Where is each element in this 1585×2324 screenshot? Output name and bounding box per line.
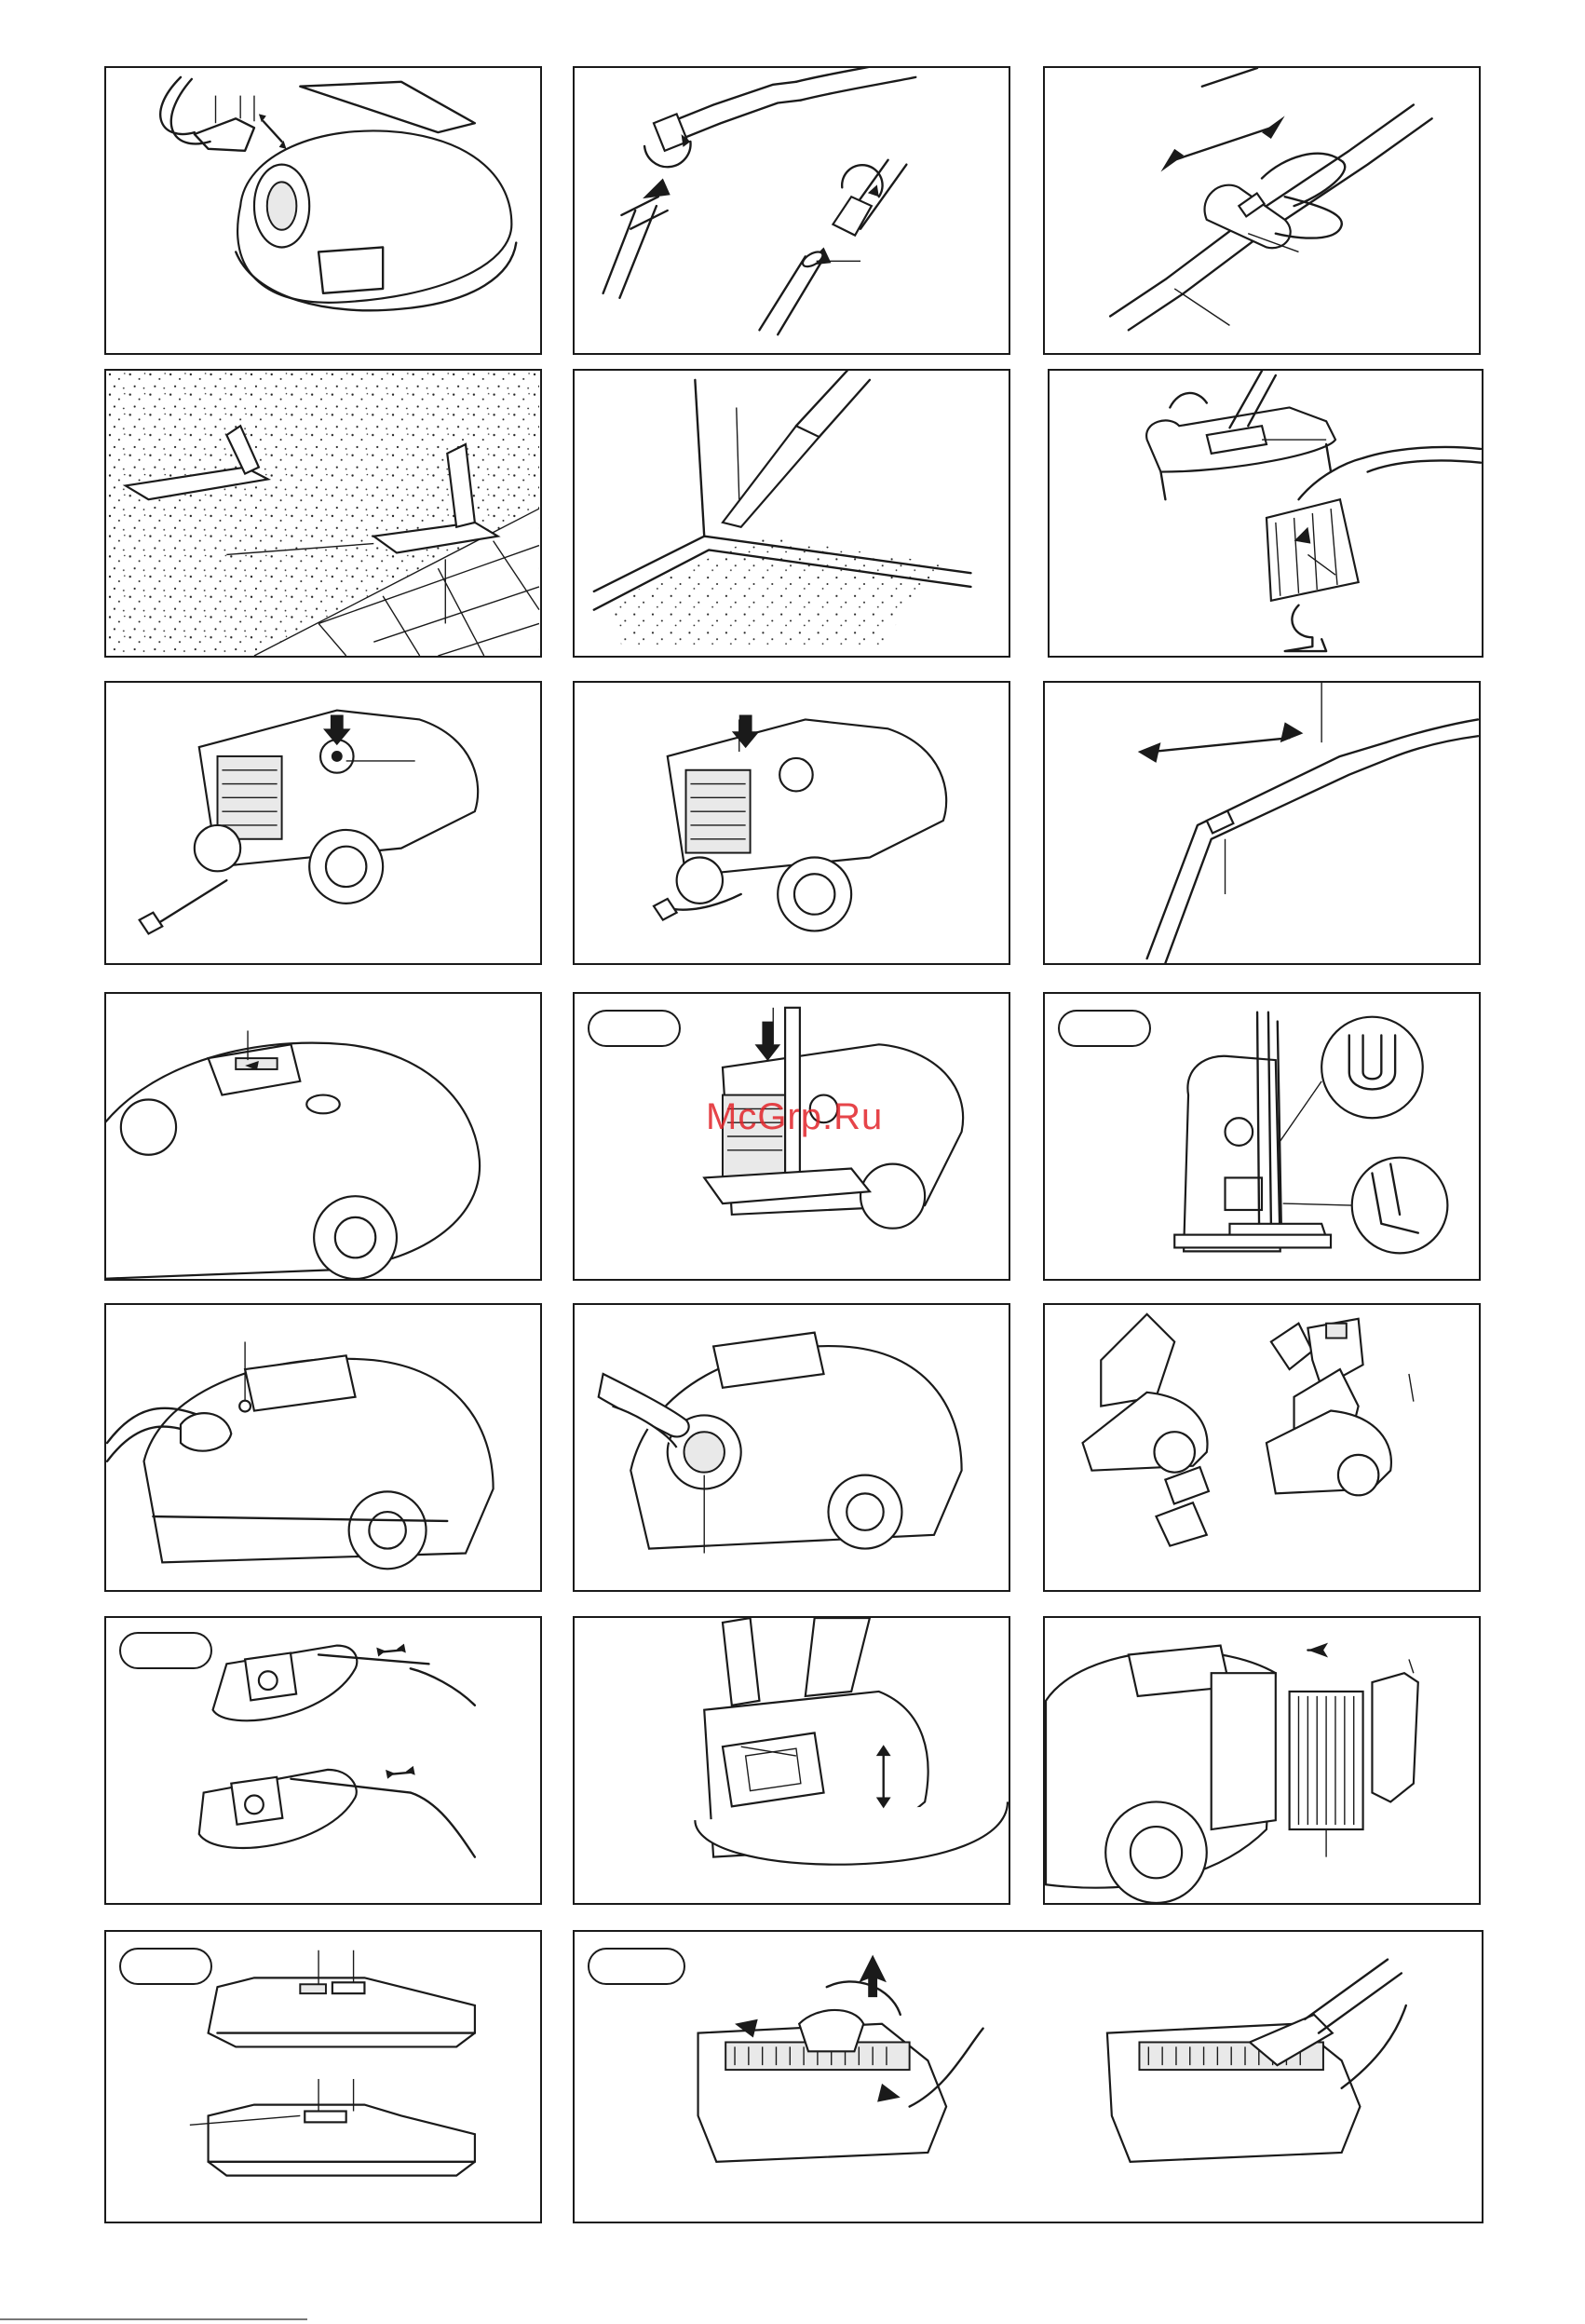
panel-floor-nozzle <box>104 369 542 658</box>
panel-turbo-brush <box>573 1930 1483 2223</box>
telescopic-tube-illustration <box>1045 68 1479 353</box>
exhaust-filter-illustration <box>1045 1618 1479 1903</box>
open-cover-illustration <box>575 1305 1009 1590</box>
panel-crevice-tool <box>573 369 1010 658</box>
nozzle-switch-illustration <box>106 1932 540 2222</box>
crevice-tool-illustration <box>575 371 1009 656</box>
panel-bag-insert <box>573 1616 1010 1905</box>
panel-telescopic-adjust <box>1043 66 1481 355</box>
floor-nozzle-illustration <box>106 371 540 656</box>
panel-bag-indicator <box>104 1303 542 1592</box>
panel-upholstery-tool <box>1048 369 1483 658</box>
panel-open-lid <box>573 1303 1010 1592</box>
vertical-storage-illustration <box>1045 994 1479 1279</box>
airflow-slide-illustration <box>1045 683 1479 963</box>
panel-air-regulator <box>1043 681 1481 965</box>
watermark-text: McGrp.Ru <box>706 1096 883 1138</box>
panel-exhaust-filter <box>1043 1616 1481 1905</box>
panel-power-slider <box>104 992 542 1281</box>
bag-close-illustration <box>106 1618 540 1903</box>
hose-attach-illustration <box>106 68 540 353</box>
panel-nozzle-switch <box>104 1930 542 2223</box>
footer-divider <box>0 2318 307 2320</box>
panel-cord-rewind <box>573 681 1010 965</box>
panel-bag-seal <box>104 1616 542 1905</box>
upholstery-nozzle-illustration <box>1050 371 1482 656</box>
turbo-brush-illustration <box>575 1932 1482 2222</box>
panel-parking-vertical <box>1043 992 1481 1281</box>
panel-hose-connect <box>104 66 542 355</box>
bag-insert-illustration <box>575 1618 1009 1903</box>
panel-tube-twist <box>573 66 1010 355</box>
panel-bag-holder <box>1043 1303 1481 1592</box>
bag-holder-illustration <box>1045 1305 1479 1590</box>
panel-power-button <box>104 681 542 965</box>
tube-connect-illustration <box>575 68 1009 353</box>
cord-rewind-illustration <box>575 683 1009 963</box>
power-button-illustration <box>106 683 540 963</box>
dust-bag-indicator-illustration <box>106 1305 540 1590</box>
power-regulator-illustration <box>106 994 540 1279</box>
